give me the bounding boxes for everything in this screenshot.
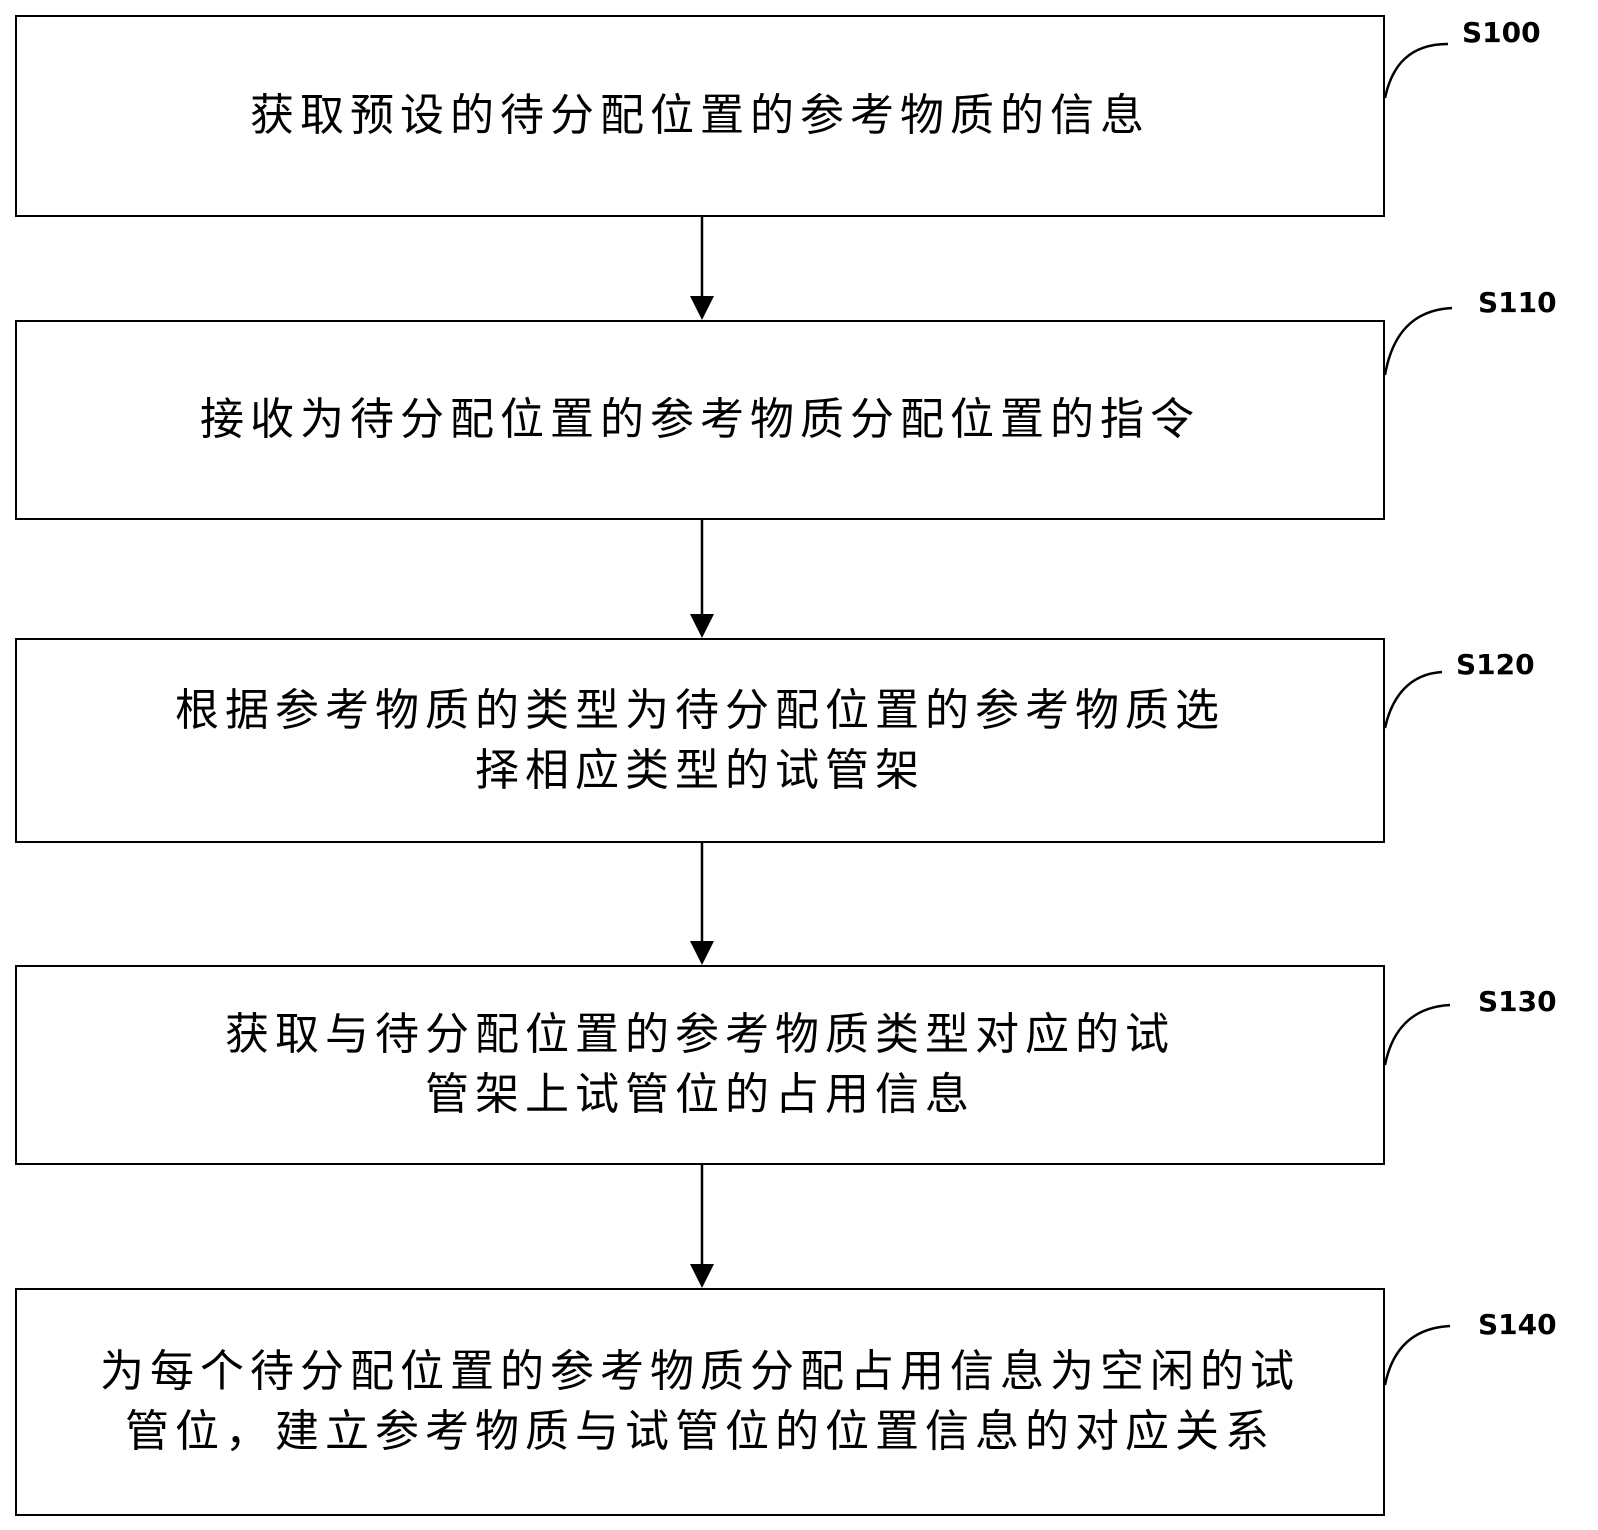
- step-text-line-1: 根据参考物质的类型为待分配位置的参考物质选: [175, 684, 1225, 736]
- step-text: 接收为待分配位置的参考物质分配位置的指令: [200, 394, 1200, 445]
- step-box-s140: 为每个待分配位置的参考物质分配占用信息为空闲的试 管位，建立参考物质与试管位的位…: [15, 1288, 1385, 1516]
- arrow-head-s140: [690, 1264, 714, 1288]
- step-text-line-1: 为每个待分配位置的参考物质分配占用信息为空闲的试: [100, 1346, 1300, 1397]
- step-box-s110: 接收为待分配位置的参考物质分配位置的指令: [15, 320, 1385, 520]
- label-leader-s100: [1383, 42, 1449, 99]
- step-text: 获取预设的待分配位置的参考物质的信息: [250, 90, 1150, 141]
- label-leader-s140: [1383, 1324, 1451, 1386]
- label-leader-s110: [1383, 306, 1453, 376]
- label-leader-s130: [1383, 1003, 1451, 1066]
- step-box-s130: 获取与待分配位置的参考物质类型对应的试 管架上试管位的占用信息: [15, 965, 1385, 1165]
- step-label-s130: S130: [1478, 985, 1557, 1018]
- step-text-line-2: 管位，建立参考物质与试管位的位置信息的对应关系: [125, 1406, 1275, 1457]
- step-box-s100: 获取预设的待分配位置的参考物质的信息: [15, 15, 1385, 217]
- arrow-head-s110: [690, 296, 714, 320]
- arrow-head-s130: [690, 941, 714, 965]
- arrow-head-s120: [690, 614, 714, 638]
- step-text-line-2: 管架上试管位的占用信息: [425, 1069, 975, 1120]
- label-leader-s120: [1383, 670, 1443, 729]
- step-text-line-1: 获取与待分配位置的参考物质类型对应的试: [225, 1009, 1175, 1060]
- step-box-s120: 根据参考物质的类型为待分配位置的参考物质选 择相应类型的试管架: [15, 638, 1385, 843]
- step-label-s140: S140: [1478, 1308, 1557, 1341]
- step-label-s120: S120: [1456, 648, 1535, 681]
- step-label-s110: S110: [1478, 286, 1557, 319]
- step-text-line-2: 择相应类型的试管架: [475, 744, 925, 796]
- step-label-s100: S100: [1462, 16, 1541, 49]
